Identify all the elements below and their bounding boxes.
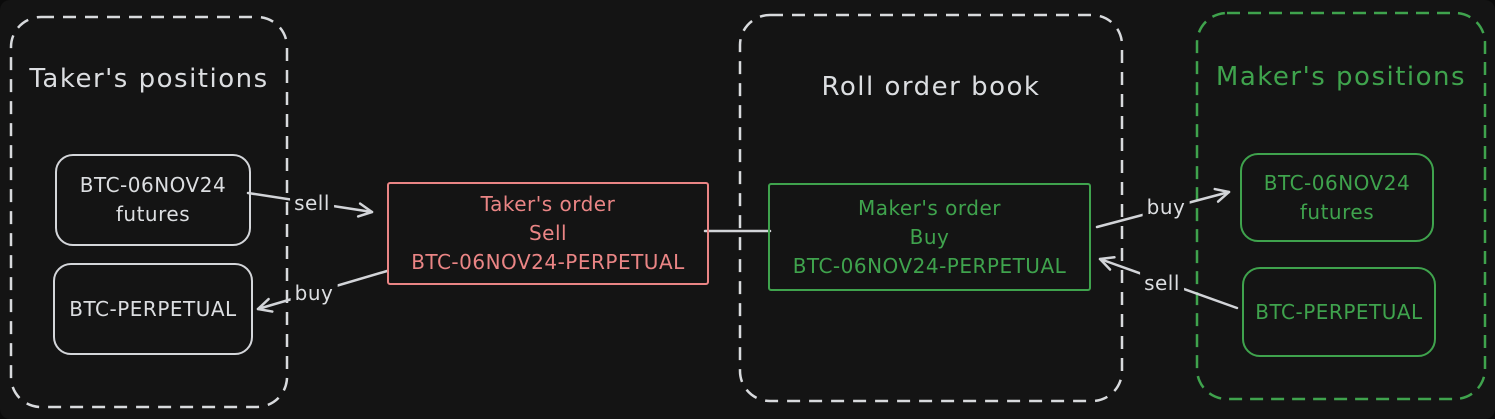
taker-futures-line2: futures bbox=[115, 202, 191, 226]
taker-futures-box: BTC-06NOV24 futures bbox=[55, 154, 251, 246]
maker-perpetual-box: BTC-PERPETUAL bbox=[1242, 267, 1436, 357]
maker-order-box: Maker's order Buy BTC-06NOV24-PERPETUAL bbox=[768, 183, 1091, 291]
taker-perpetual-line1: BTC-PERPETUAL bbox=[69, 296, 237, 321]
taker-order-line1: Taker's order bbox=[480, 192, 616, 216]
maker-positions-panel: Maker's positions BTC-06NOV24 futures BT… bbox=[1196, 12, 1486, 400]
maker-futures-box: BTC-06NOV24 futures bbox=[1240, 153, 1434, 242]
maker-futures-line2: futures bbox=[1299, 199, 1375, 224]
maker-positions-title: Maker's positions bbox=[1215, 62, 1467, 92]
maker-perpetual-line1: BTC-PERPETUAL bbox=[1255, 299, 1423, 324]
taker-perpetual-box: BTC-PERPETUAL bbox=[53, 263, 253, 355]
taker-sell-label: sell bbox=[290, 191, 334, 215]
taker-futures-line1: BTC-06NOV24 bbox=[79, 173, 227, 197]
taker-positions-panel: Taker's positions BTC-06NOV24 futures BT… bbox=[10, 16, 288, 408]
taker-order-box: Taker's order Sell BTC-06NOV24-PERPETUAL bbox=[387, 182, 709, 285]
taker-positions-title: Taker's positions bbox=[29, 64, 269, 94]
taker-buy-label: buy bbox=[290, 281, 338, 305]
maker-positions-border bbox=[1195, 11, 1487, 401]
roll-order-book-border bbox=[738, 13, 1124, 403]
roll-order-book-panel: Roll order book Maker's order Buy BTC-06… bbox=[739, 14, 1123, 402]
taker-order-line2: Sell bbox=[528, 221, 568, 245]
maker-futures-line1: BTC-06NOV24 bbox=[1263, 170, 1411, 195]
maker-sell-label: sell bbox=[1140, 271, 1184, 295]
maker-order-line1: Maker's order bbox=[857, 195, 1001, 220]
taker-order-line3: BTC-06NOV24-PERPETUAL bbox=[411, 250, 685, 274]
taker-positions-border bbox=[9, 15, 289, 409]
maker-order-line3: BTC-06NOV24-PERPETUAL bbox=[792, 253, 1067, 278]
roll-order-book-title: Roll order book bbox=[821, 72, 1041, 102]
maker-order-line2: Buy bbox=[909, 224, 950, 249]
maker-buy-label: buy bbox=[1142, 195, 1190, 219]
